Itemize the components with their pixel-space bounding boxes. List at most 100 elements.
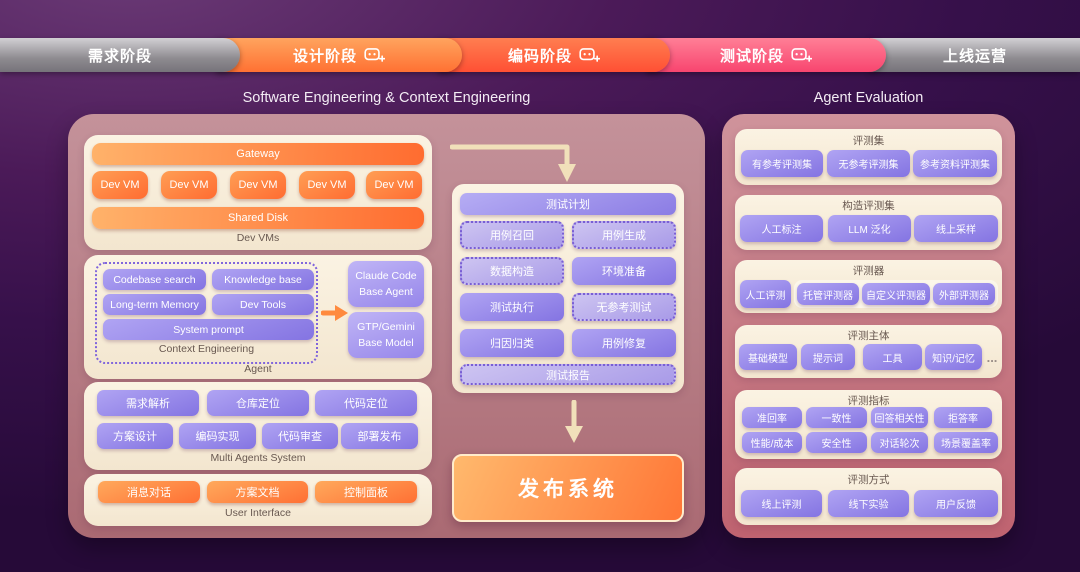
node-solution-doc: 方案文档 xyxy=(207,481,308,503)
section-label: 评测主体 xyxy=(847,330,890,342)
software-engineering-panel: Gateway Dev VM Dev VM Dev VM Dev VM Dev … xyxy=(68,114,705,538)
shared-disk-node: Shared Disk xyxy=(92,207,424,229)
node-dev-tools: Dev Tools xyxy=(212,294,314,315)
test-cell-case-repair: 用例修复 xyxy=(572,329,676,357)
context-engineering-box: Codebase search Knowledge base Long-term… xyxy=(95,262,318,364)
eval-item: 参考资料评测集 xyxy=(913,150,997,177)
eval-item: 有参考评测集 xyxy=(741,150,823,177)
down-arrow-icon xyxy=(565,400,583,443)
context-engineering-label: Context Engineering xyxy=(158,343,255,355)
eval-item: 人工标注 xyxy=(740,215,823,242)
node-deploy-release: 部署发布 xyxy=(341,423,418,449)
method-item: 线下实验 xyxy=(828,490,909,517)
method-item: 用户反馈 xyxy=(914,490,998,517)
phase-label: 编码阶段 xyxy=(507,47,572,65)
dev-vm-node: Dev VM xyxy=(230,171,286,199)
ai-agent-icon xyxy=(364,48,385,62)
node-repo-locating: 仓库定位 xyxy=(207,390,309,416)
subject-knowledge: 知识/记忆 xyxy=(925,344,982,370)
phase-bar: 需求阶段 设计阶段 编码阶段 测试阶段 xyxy=(0,38,1080,72)
base-model-node: GTP/Gemini Base Model xyxy=(348,312,424,358)
phase-testing: 测试阶段 xyxy=(646,38,886,72)
phase-label: 设计阶段 xyxy=(292,47,357,65)
agent-eval-title: Agent Evaluation xyxy=(813,90,924,106)
test-report-node: 测试报告 xyxy=(460,364,676,385)
metric-item: 场景覆盖率 xyxy=(934,432,998,453)
metric-item: 安全性 xyxy=(806,432,867,453)
subject-base-model: 基础模型 xyxy=(739,344,797,370)
eval-item: LLM 泛化 xyxy=(828,215,911,242)
phase-coding: 编码阶段 xyxy=(438,38,670,72)
agent-label: Agent xyxy=(244,363,272,375)
metric-item: 一致性 xyxy=(806,407,867,428)
node-title: GTP/Gemini xyxy=(357,320,415,333)
software-panel-title: Software Engineering & Context Engineeri… xyxy=(242,90,531,106)
node-subtitle: Base Model xyxy=(358,337,414,349)
user-interface-section: 消息对话 方案文档 控制面板 User Interface xyxy=(84,474,432,526)
test-cell-case-recall: 用例召回 xyxy=(460,221,564,249)
dev-vm-node: Dev VM xyxy=(299,171,355,199)
dev-vms-label: Dev VMs xyxy=(236,232,280,244)
gateway-node: Gateway xyxy=(92,143,424,165)
metric-item: 性能/成本 xyxy=(742,432,802,453)
dev-vm-node: Dev VM xyxy=(161,171,217,199)
metric-item: 拒答率 xyxy=(934,407,992,428)
agent-section: Codebase search Knowledge base Long-term… xyxy=(84,255,432,379)
multi-agents-label: Multi Agents System xyxy=(210,452,306,464)
test-cell-attribution: 归因归类 xyxy=(460,329,564,357)
section-eval-set: 评测集 有参考评测集 无参考评测集 参考资料评测集 xyxy=(735,129,1002,185)
evaluator-custom: 自定义评测器 xyxy=(862,283,930,305)
test-cell-case-generate: 用例生成 xyxy=(572,221,676,249)
method-item: 线上评测 xyxy=(741,490,822,517)
phase-operations: 上线运营 xyxy=(870,38,1080,72)
phase-label: 需求阶段 xyxy=(87,47,152,65)
node-title: Claude Code xyxy=(355,269,417,282)
eval-item: 线上采样 xyxy=(914,215,998,242)
section-construct-set: 构造评测集 人工标注 LLM 泛化 线上采样 xyxy=(735,195,1002,250)
section-label: 构造评测集 xyxy=(842,200,895,212)
ai-agent-icon xyxy=(579,48,600,62)
metric-item: 准回率 xyxy=(742,407,802,428)
node-system-prompt: System prompt xyxy=(103,319,314,340)
flow-arrow-icon xyxy=(321,305,348,321)
node-subtitle: Base Agent xyxy=(359,286,413,298)
node-long-term-memory: Long-term Memory xyxy=(103,294,206,315)
section-label: 评测方式 xyxy=(847,474,890,486)
section-subjects: 评测主体 基础模型 提示词 工具 知识/记忆 ... xyxy=(735,325,1002,378)
phase-label: 上线运营 xyxy=(942,47,1007,65)
evaluator-group: 托管评测器 自定义评测器 外部评测器 xyxy=(794,280,998,308)
node-coding: 编码实现 xyxy=(179,423,256,449)
node-control-panel: 控制面板 xyxy=(315,481,417,503)
phase-label: 测试阶段 xyxy=(719,47,784,65)
evaluator-human: 人工评测 xyxy=(740,280,791,308)
node-codebase-search: Codebase search xyxy=(103,269,206,290)
dev-vms-section: Gateway Dev VM Dev VM Dev VM Dev VM Dev … xyxy=(84,135,432,250)
multi-agents-section: 需求解析 仓库定位 代码定位 方案设计 编码实现 代码审查 部署发布 Multi… xyxy=(84,382,432,470)
eval-item: 无参考评测集 xyxy=(827,150,910,177)
test-cell-test-execute: 测试执行 xyxy=(460,293,564,321)
section-label: 评测集 xyxy=(852,135,885,147)
node-message-chat: 消息对话 xyxy=(98,481,200,503)
subjects-ellipsis: ... xyxy=(986,349,998,365)
agent-evaluation-panel: 评测集 有参考评测集 无参考评测集 参考资料评测集 构造评测集 人工标注 LLM… xyxy=(722,114,1015,538)
phase-requirements: 需求阶段 xyxy=(0,38,240,72)
node-code-locating: 代码定位 xyxy=(315,390,417,416)
metric-item: 对话轮次 xyxy=(871,432,928,453)
subject-tools: 工具 xyxy=(863,344,922,370)
elbow-arrow-icon xyxy=(450,144,576,182)
section-label: 评测器 xyxy=(852,265,885,277)
node-knowledge-base: Knowledge base xyxy=(212,269,314,290)
claude-code-agent-node: Claude Code Base Agent xyxy=(348,261,424,307)
node-requirement-parsing: 需求解析 xyxy=(97,390,199,416)
subject-prompt: 提示词 xyxy=(801,344,855,370)
test-cell-env-prepare: 环境准备 xyxy=(572,257,676,285)
test-cell-data-construct: 数据构造 xyxy=(460,257,564,285)
section-label: 评测指标 xyxy=(847,395,890,407)
evaluator-external: 外部评测器 xyxy=(933,283,995,305)
evaluator-hosted: 托管评测器 xyxy=(797,283,859,305)
section-methods: 评测方式 线上评测 线下实验 用户反馈 xyxy=(735,468,1002,525)
test-panel: 测试计划 用例召回 用例生成 数据构造 环境准备 测试执行 无参考测试 归因归类… xyxy=(452,184,684,393)
node-code-review: 代码审查 xyxy=(262,423,338,449)
section-metrics: 评测指标 准回率 一致性 回答相关性 拒答率 性能/成本 安全性 对话轮次 场景… xyxy=(735,390,1002,459)
user-interface-label: User Interface xyxy=(225,507,291,519)
